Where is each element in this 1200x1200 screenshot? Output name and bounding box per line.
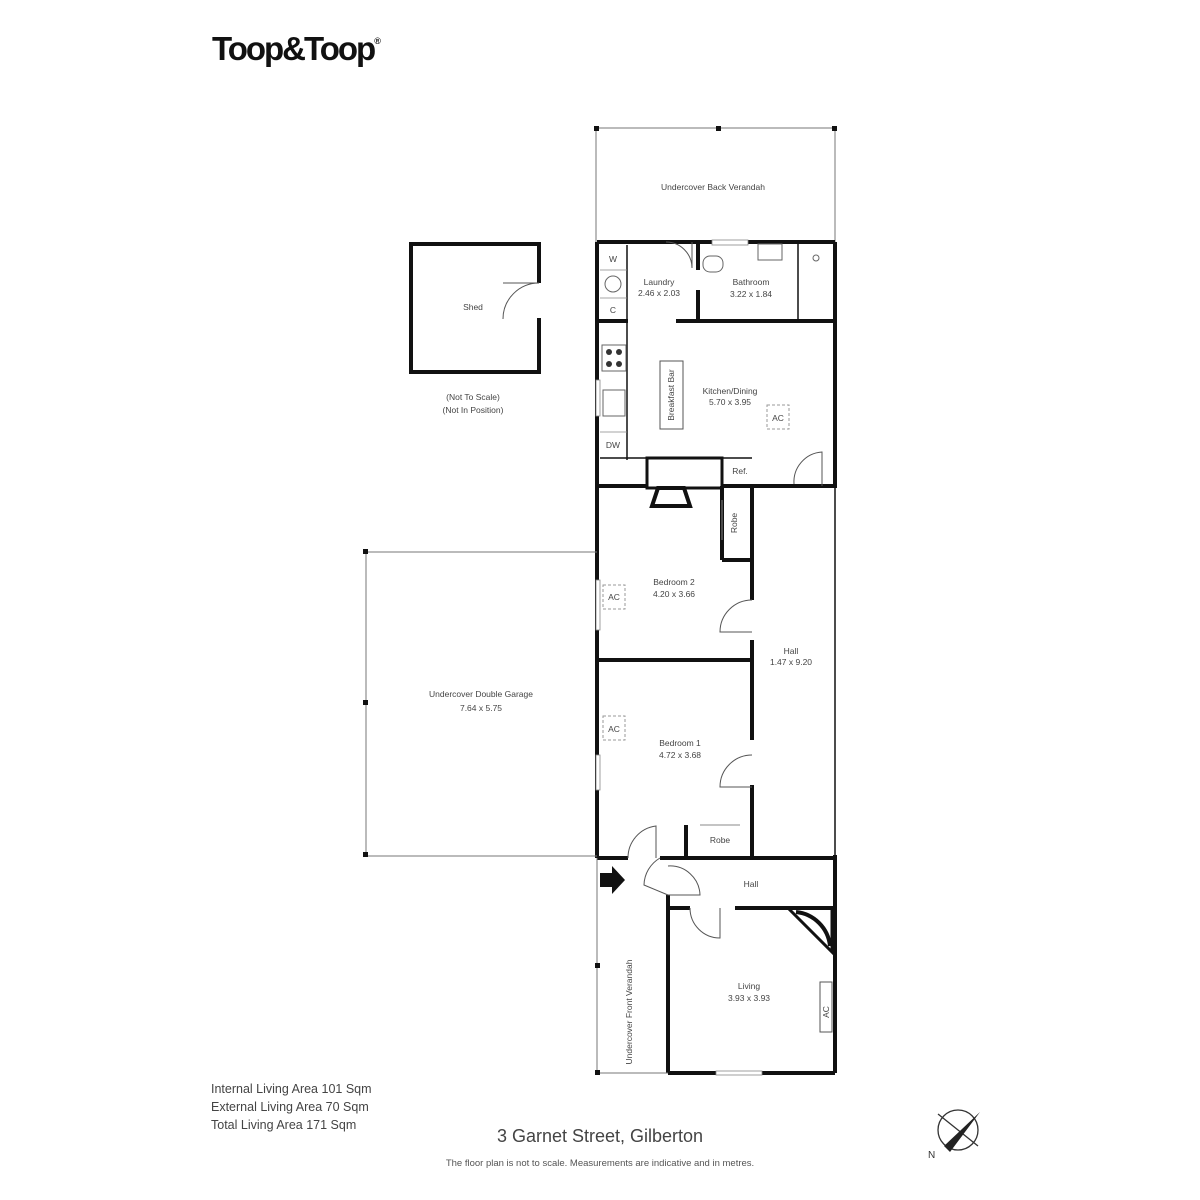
hall-main-label: Hall bbox=[784, 646, 799, 656]
kitchen-label: Kitchen/Dining bbox=[703, 386, 758, 396]
area-summary: Internal Living Area 101 Sqm External Li… bbox=[211, 1080, 372, 1134]
garage-label: Undercover Double Garage bbox=[429, 689, 533, 699]
bedroom2-robe-label: Robe bbox=[729, 513, 739, 534]
hall-front-label: Hall bbox=[744, 879, 759, 889]
kitchen-dims: 5.70 x 3.95 bbox=[709, 397, 751, 407]
address-text: 3 Garnet Street, Gilberton bbox=[496, 1126, 704, 1146]
living: AC Living 3.93 x 3.93 bbox=[715, 906, 834, 1076]
back-verandah: Undercover Back Verandah bbox=[594, 126, 837, 242]
trademark-symbol: ® bbox=[374, 36, 381, 46]
kitchen-ac-label: AC bbox=[772, 413, 784, 423]
shed-label: Shed bbox=[463, 302, 483, 312]
brand-logo: Toop&Toop® bbox=[212, 30, 381, 68]
living-dims: 3.93 x 3.93 bbox=[728, 993, 770, 1003]
washer-label: W bbox=[609, 254, 617, 264]
bedroom-1: AC Bedroom 1 4.72 x 3.68 Robe bbox=[595, 715, 753, 845]
bedroom1-robe-label: Robe bbox=[710, 835, 731, 845]
fridge-label: Ref. bbox=[732, 466, 748, 476]
logo-text: Toop&Toop bbox=[212, 30, 376, 67]
kitchen-dining: DW Breakfast Bar Kitchen/Dining 5.70 x 3… bbox=[595, 344, 823, 508]
bathroom-dims: 3.22 x 1.84 bbox=[730, 289, 772, 299]
bedroom1-dims: 4.72 x 3.68 bbox=[659, 750, 701, 760]
bathroom: Bathroom 3.22 x 1.84 bbox=[702, 239, 820, 299]
garage-dims: 7.64 x 5.75 bbox=[460, 703, 502, 713]
external-area: External Living Area 70 Sqm bbox=[211, 1100, 369, 1114]
breakfast-bar-label: Breakfast Bar bbox=[666, 369, 676, 421]
disclaimer-text: The floor plan is not to scale. Measurem… bbox=[445, 1158, 755, 1169]
total-area: Total Living Area 171 Sqm bbox=[211, 1118, 357, 1132]
shed: Shed (Not To Scale) (Not In Position) bbox=[409, 242, 542, 415]
shed-note-scale: (Not To Scale) bbox=[446, 392, 500, 402]
bedroom2-label: Bedroom 2 bbox=[653, 577, 695, 587]
bathroom-label: Bathroom bbox=[733, 277, 770, 287]
hall-main-dims: 1.47 x 9.20 bbox=[770, 657, 812, 667]
cupboard-label: C bbox=[610, 305, 616, 315]
front-entry bbox=[627, 825, 701, 896]
bedroom1-label: Bedroom 1 bbox=[659, 738, 701, 748]
bedroom1-ac-label: AC bbox=[608, 724, 620, 734]
bedroom2-ac-label: AC bbox=[608, 592, 620, 602]
property-address: 3 Garnet Street, Gilberton bbox=[0, 1126, 1200, 1147]
compass-north-label: N bbox=[928, 1150, 935, 1161]
internal-area: Internal Living Area 101 Sqm bbox=[211, 1082, 372, 1096]
laundry: W C Laundry 2.46 x 2.03 bbox=[600, 241, 693, 315]
thin-walls bbox=[600, 242, 836, 855]
garage: Undercover Double Garage 7.64 x 5.75 bbox=[363, 549, 597, 857]
laundry-label: Laundry bbox=[644, 277, 675, 287]
front-verandah: Undercover Front Verandah bbox=[595, 858, 668, 1075]
compass-icon: N bbox=[928, 1109, 980, 1161]
living-ac-label: AC bbox=[821, 1006, 831, 1018]
bedroom2-dims: 4.20 x 3.66 bbox=[653, 589, 695, 599]
dishwasher-label: DW bbox=[606, 440, 620, 450]
living-label: Living bbox=[738, 981, 760, 991]
shed-note-position: (Not In Position) bbox=[443, 405, 504, 415]
entry-arrow bbox=[600, 866, 625, 894]
hall-front: Hall bbox=[689, 879, 759, 939]
laundry-dims: 2.46 x 2.03 bbox=[638, 288, 680, 298]
house-walls bbox=[595, 240, 837, 1075]
bedroom-2: Robe AC Bedroom 2 4.20 x 3.66 bbox=[595, 500, 753, 633]
back-verandah-label: Undercover Back Verandah bbox=[661, 182, 765, 192]
front-verandah-label: Undercover Front Verandah bbox=[624, 959, 634, 1064]
hall-main: Hall 1.47 x 9.20 bbox=[770, 646, 812, 667]
